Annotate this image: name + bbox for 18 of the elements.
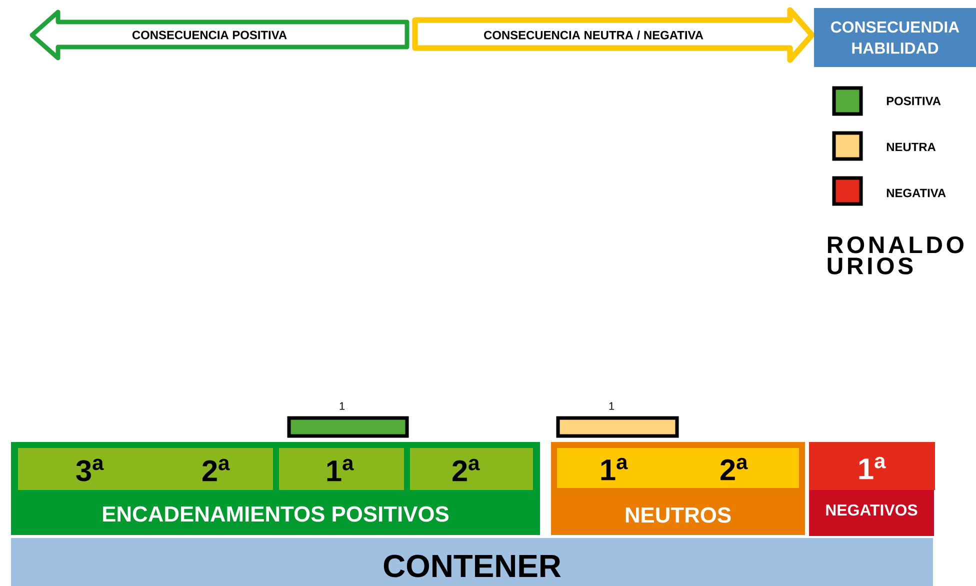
bar-label: 1	[609, 402, 614, 410]
level-cell: 2$^{a}$	[410, 448, 533, 490]
level-cell: 1$^{a}$ 2$^{a}$	[557, 448, 799, 488]
level-block: 1$^{a}$	[809, 442, 935, 490]
bar	[287, 416, 409, 438]
category-block: NEGATIVOS	[809, 490, 934, 536]
level-cell: 1$^{a}$	[279, 448, 404, 490]
base-bar: CONTENER	[11, 538, 934, 586]
heading-box: CONSECUENDIA HABILIDAD	[814, 8, 976, 67]
legend-label: POSITIVA	[886, 96, 941, 106]
bar-label: 1	[340, 402, 345, 410]
banner-label: CONSECUENCIA POSITIVA	[132, 30, 287, 40]
legend-label: NEUTRA	[886, 142, 936, 152]
level-cell: 3$^{a}$ 2$^{a}$	[18, 448, 273, 490]
author-name: RONALDO URIOS	[828, 236, 964, 274]
banner-label: CONSECUENCIA NEUTRA / NEGATIVA	[484, 30, 704, 40]
bar	[556, 416, 679, 438]
legend-label: NEGATIVA	[886, 188, 946, 198]
